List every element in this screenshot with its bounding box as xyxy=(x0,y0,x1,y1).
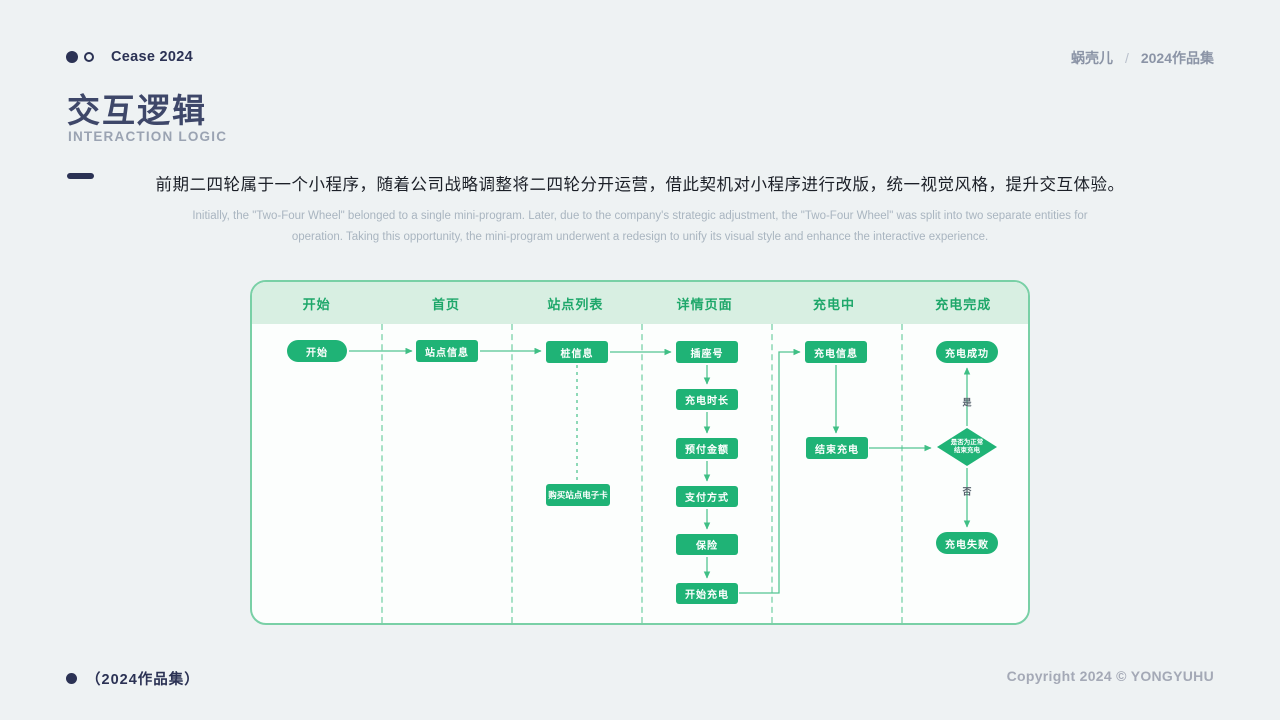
flow-node-charging-info: 充电信息 xyxy=(805,341,867,363)
slash-separator: / xyxy=(1124,50,1129,66)
decision-yes-label: 是 xyxy=(962,397,972,408)
column-separator xyxy=(771,324,773,623)
brand-label: Cease 2024 xyxy=(111,49,194,65)
flow-node-start-charging: 开始充电 xyxy=(676,582,738,604)
footer-portfolio-label: （2024作品集） xyxy=(86,672,200,688)
column-header-charge-done: 充电完成 xyxy=(935,296,992,312)
flow-node-normal-end-decision: 是否为正常 结束充电 xyxy=(937,428,997,466)
flowchart-header: 开始 首页 站点列表 详情页面 充电中 充电完成 xyxy=(252,282,1028,324)
flow-node-start: 开始 xyxy=(287,340,347,362)
flow-node-station-info: 站点信息 xyxy=(416,340,478,362)
column-header-detail-page: 详情页面 xyxy=(676,296,733,312)
column-header-home: 首页 xyxy=(431,296,460,312)
flow-node-socket-number: 插座号 xyxy=(676,341,738,363)
column-header-station-list: 站点列表 xyxy=(547,296,604,312)
flow-node-charge-failed: 充电失败 xyxy=(936,532,998,554)
footer-dot-icon xyxy=(66,673,77,684)
description-en-line2: operation. Taking this opportunity, the … xyxy=(291,231,989,243)
footer-left: （2024作品集） xyxy=(66,668,200,689)
description-en: Initially, the "Two-Four Wheel" belonged… xyxy=(90,206,1190,248)
flow-edges xyxy=(349,347,971,594)
column-separator xyxy=(511,324,513,623)
description: 前期二四轮属于一个小程序，随着公司战略调整将二四轮分开运营，借此契机对小程序进行… xyxy=(90,171,1190,248)
flow-node-end-charging: 结束充电 xyxy=(806,437,868,459)
flowchart-card: 开始 首页 站点列表 详情页面 充电中 充电完成 xyxy=(250,280,1030,625)
page-title: 交互逻辑 xyxy=(67,92,207,129)
portfolio-name: 2024作品集 xyxy=(1140,50,1214,66)
column-header-start: 开始 xyxy=(302,296,331,312)
decision-no-label: 否 xyxy=(962,486,972,497)
topbar-right: 蜗壳儿 / 2024作品集 xyxy=(1071,48,1214,68)
column-header-charging: 充电中 xyxy=(812,296,855,312)
author-name: 蜗壳儿 xyxy=(1070,50,1113,66)
brand-dot-hollow-icon xyxy=(84,52,94,62)
flow-node-buy-station-card: 购买站点电子卡 xyxy=(546,484,610,506)
flow-node-charge-duration: 充电时长 xyxy=(676,388,738,410)
edge-start-charging-to-charging-info xyxy=(739,348,801,594)
flow-node-insurance: 保险 xyxy=(676,533,738,555)
copyright-text: Copyright 2024 © YONGYUHU xyxy=(1006,668,1214,684)
intro-dash xyxy=(67,173,94,179)
column-separator xyxy=(381,324,383,623)
flow-node-charge-success: 充电成功 xyxy=(936,341,998,363)
description-en-line1: Initially, the "Two-Four Wheel" belonged… xyxy=(192,210,1088,222)
column-separator xyxy=(901,324,903,623)
column-separator xyxy=(641,324,643,623)
diamond-label: 是否为正常 结束充电 xyxy=(950,439,984,454)
description-zh: 前期二四轮属于一个小程序，随着公司战略调整将二四轮分开运营，借此契机对小程序进行… xyxy=(155,176,1125,194)
brand: Cease 2024 xyxy=(66,49,193,65)
flow-node-pile-info: 桩信息 xyxy=(546,341,608,363)
flow-node-payment-method: 支付方式 xyxy=(676,485,738,507)
page-subtitle: INTERACTION LOGIC xyxy=(68,129,228,144)
flow-node-prepaid-amount: 预付金额 xyxy=(676,437,738,459)
brand-dot-filled-icon xyxy=(66,51,78,63)
